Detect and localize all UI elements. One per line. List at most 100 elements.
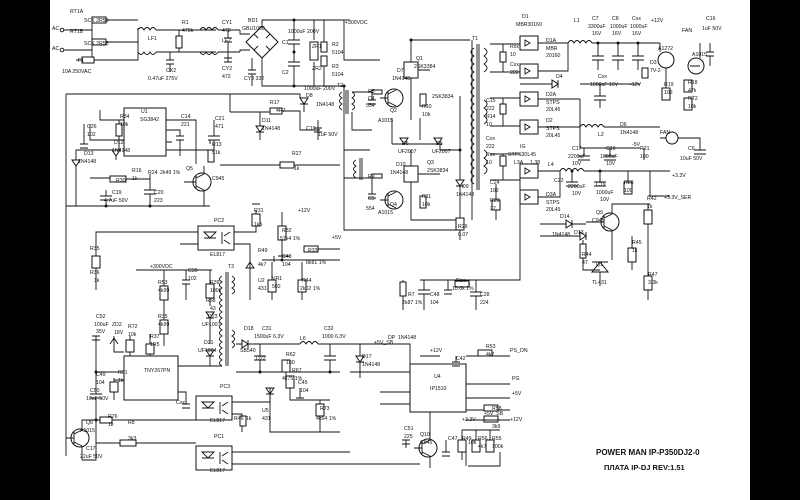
label-q4: Q4	[390, 202, 397, 208]
label-r72-v: 10k	[128, 332, 137, 338]
label-d10: D10	[396, 162, 406, 168]
label-d17-v: 1N4148	[362, 362, 380, 368]
label-pg: PG	[512, 376, 520, 382]
label-r30: R30	[116, 178, 126, 184]
label-d18-v: SB540	[240, 348, 256, 354]
label-d23: D23	[208, 314, 218, 320]
label-c14: C14	[181, 114, 191, 120]
standby-feedback-section	[195, 387, 420, 471]
label-r13-v: 51k	[212, 150, 221, 156]
label-d2a-v2: 20L45	[546, 107, 561, 113]
label-r35b: R35	[158, 314, 168, 320]
label-u4-v: IP1510	[430, 386, 447, 392]
label-q1r: Q1	[596, 262, 603, 268]
label-c51-v: 225	[404, 434, 413, 440]
supervisor-section	[350, 343, 510, 468]
label-c17-v2: 10V	[572, 161, 582, 167]
label-c5-v: 554	[366, 206, 375, 212]
label-d13: D13	[574, 230, 584, 236]
label-r7: R7	[408, 292, 415, 298]
schottky-d1a	[519, 63, 539, 79]
label-r44c: R44	[302, 278, 312, 284]
title-line-2: ПЛАТА IP-DJ REV:1.51	[604, 463, 685, 472]
label-c2: C2	[282, 70, 289, 76]
label-r33: R33	[308, 248, 318, 254]
label-r67: R67	[292, 368, 302, 374]
label-r33-v: 8k81 1%	[306, 260, 327, 266]
label-r47-v: 3.3k	[648, 280, 658, 286]
label-c15-v: 222	[486, 106, 495, 112]
label-v12ii: +12V	[510, 417, 523, 423]
label-r2: R2	[332, 42, 339, 48]
label-r44: R44	[582, 252, 592, 258]
label-v5sbi: +5V_SB	[484, 411, 504, 417]
label-c22-v2: 10V	[572, 191, 582, 197]
label-lf2: LF2	[222, 38, 231, 44]
label-c21: C21	[215, 116, 225, 122]
label-q9-v: C945	[592, 218, 605, 224]
label-d21-v: UF1004	[198, 348, 217, 354]
label-d3a-v: STPS	[546, 200, 560, 206]
label-q2-v: A1015	[378, 118, 393, 124]
label-c20: C20	[154, 190, 164, 196]
label-r3: R3	[332, 64, 339, 70]
label-c7: C7	[592, 16, 599, 22]
label-r55-v: 100k	[492, 444, 504, 450]
label-v12n: -12V	[630, 82, 641, 88]
label-c43: C43	[282, 254, 292, 260]
label-r38-v: 43	[210, 306, 216, 312]
label-d17: D17	[362, 354, 372, 360]
label-c19l: C19	[112, 190, 122, 196]
label-cxx-v2: 16V	[632, 31, 642, 37]
label-r58-v: 3k9	[492, 424, 500, 430]
label-c19l-v: 4.7uF 50V	[104, 198, 128, 204]
label-r1: R1	[182, 20, 189, 26]
label-c17-v: 2200uF	[568, 154, 586, 160]
diode-d11	[255, 125, 265, 133]
label-v5n: -5V	[632, 142, 641, 148]
label-d6r: D6	[620, 122, 627, 128]
diode-d13-left	[71, 159, 81, 167]
label-r26: R26	[458, 224, 468, 230]
label-c19-v: 1000uF	[596, 190, 614, 196]
label-r24-v: 2k49 1%	[160, 170, 181, 176]
label-r49r-v: 10k	[468, 440, 477, 446]
label-r51: R51	[118, 370, 128, 376]
label-cx2-v: 0.47uF 275V	[148, 76, 178, 82]
label-r38: R38	[206, 298, 216, 304]
label-c52-v: 100uF	[94, 322, 109, 328]
diode-d23	[205, 311, 215, 319]
label-r2-v: 5104	[332, 50, 344, 56]
label-c5: C5	[368, 196, 375, 202]
ac-terminal-1	[59, 27, 65, 33]
junctions	[94, 38, 640, 422]
label-r18: R18	[688, 80, 698, 86]
label-d18: D18	[244, 326, 254, 332]
label-r21: R21	[640, 146, 650, 152]
diode-d5	[433, 137, 443, 145]
label-r45-v: 1k	[632, 248, 638, 254]
label-d6r-v: 1N4148	[620, 130, 638, 136]
label-r31: R31	[254, 208, 264, 214]
schottky-d3a	[519, 189, 539, 205]
label-d8-v: 1N4148	[316, 102, 334, 108]
label-c10-v2: 10V	[606, 161, 616, 167]
inductor-l4	[559, 168, 670, 172]
label-rt1a-v: SCK 2R58	[84, 18, 109, 24]
label-d13l-v: 1N4148	[78, 159, 96, 165]
label-l4: L4	[548, 162, 554, 168]
label-d7: D7	[397, 68, 404, 74]
label-c32: C32	[324, 326, 334, 332]
label-c8-v2: 16V	[612, 31, 622, 37]
label-v300b: +300VDC	[150, 264, 173, 270]
label-r8b-v: 3k3	[128, 436, 136, 442]
label-c28: C28	[480, 292, 490, 298]
label-q10-v: C945	[420, 440, 433, 446]
label-c22-v: 2200uF	[568, 184, 586, 190]
label-r73-v: 4k64 1%	[316, 416, 337, 422]
label-r21-v: 100	[640, 154, 649, 160]
label-dp-v: 1N4148	[398, 335, 416, 341]
label-l3: L3A	[514, 160, 524, 166]
label-q3b-v: 2SK3834	[427, 168, 448, 174]
